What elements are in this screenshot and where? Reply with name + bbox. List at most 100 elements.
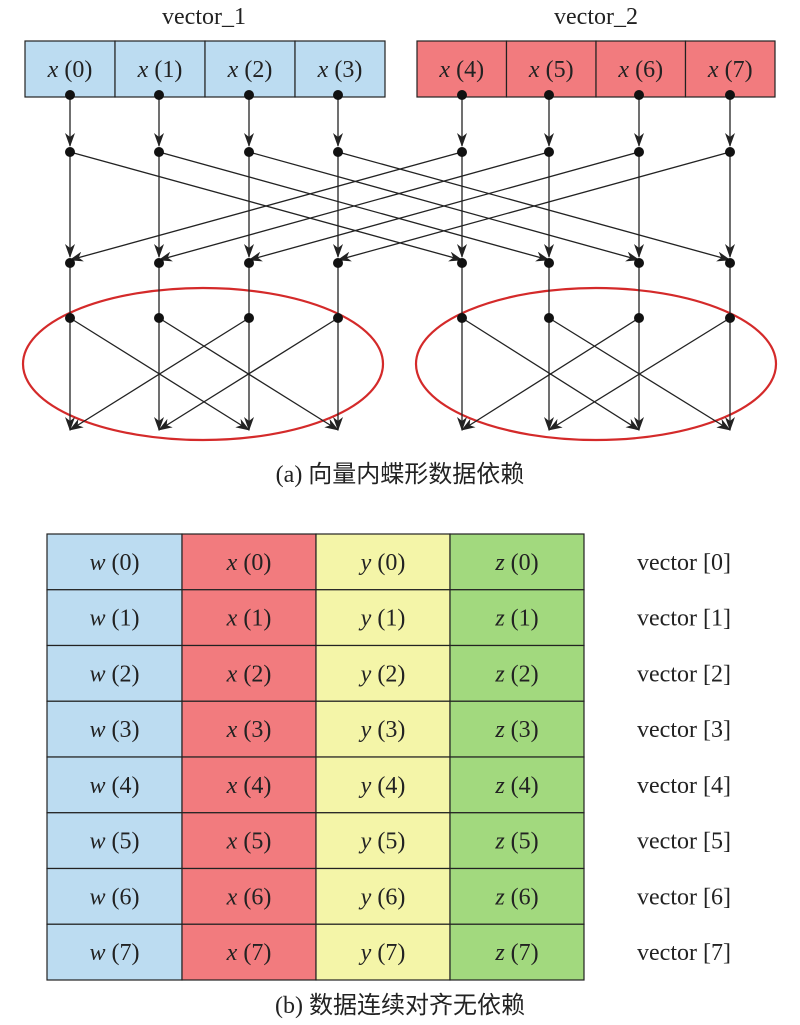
part-a-butterfly: vector_1 vector_2 x (0)x (1)x (2)x (3)x … (21, 4, 778, 488)
cell-label-w-1-index: (1) (106, 606, 140, 632)
cell-w-1 (46, 589, 183, 647)
node-stage1-0 (65, 147, 75, 157)
cell-label-x-0: x (0) (226, 550, 272, 576)
cell-label-z-0-var: z (494, 550, 505, 576)
dependency-ellipses (21, 286, 778, 442)
ellipse-group-1 (21, 286, 385, 442)
cell-label-x-2: x (2) (226, 661, 272, 687)
vector-1-cell-0 (24, 40, 116, 98)
vector-1-cell-label-2-index: (2) (238, 57, 272, 83)
cell-label-w-2-index: (2) (106, 661, 140, 687)
cell-label-z-0: z (0) (494, 550, 538, 576)
node-top-7 (725, 90, 735, 100)
cell-label-x-3: x (3) (226, 717, 272, 743)
cell-label-z-4-var: z (494, 773, 505, 799)
node-top-1 (154, 90, 164, 100)
cell-label-w-2-var: w (90, 661, 106, 687)
edge-cross-g2-2 (461, 317, 640, 431)
cell-label-x-2-index: (2) (237, 661, 271, 687)
vector-row-label-1: vector [1] (637, 606, 731, 632)
cell-label-z-5-var: z (494, 829, 505, 855)
cell-label-x-6-index: (6) (237, 884, 271, 910)
cell-label-w-0-index: (0) (106, 550, 140, 576)
cell-label-z-1-var: z (494, 606, 505, 632)
table-row: w (0)x (0)y (0)z (0)vector [0] (46, 533, 731, 591)
cell-label-y-5-var: y (359, 829, 372, 855)
vector-row-label-4: vector [4] (637, 773, 731, 799)
cell-z-2 (449, 644, 585, 702)
part-b-table: w (0)x (0)y (0)z (0)vector [0]w (1)x (1)… (46, 533, 731, 1019)
cell-label-y-0-index: (0) (371, 550, 405, 576)
cell-label-x-5-index: (5) (237, 829, 271, 855)
vector-2-label: vector_2 (554, 4, 638, 30)
cell-label-x-3-index: (3) (237, 717, 271, 743)
vector-2-cell-label-0: x (4) (438, 57, 484, 83)
cell-label-x-7-index: (7) (237, 940, 271, 966)
cell-label-w-1: w (1) (90, 606, 140, 632)
cell-label-x-5: x (5) (226, 829, 272, 855)
cell-w-0 (46, 533, 183, 591)
cell-label-z-5: z (5) (494, 829, 538, 855)
vector-cells: x (0)x (1)x (2)x (3)x (4)x (5)x (6)x (7) (24, 40, 776, 98)
cell-label-z-7: z (7) (494, 940, 538, 966)
cell-x-4 (181, 756, 317, 814)
cell-label-w-6: w (6) (90, 884, 140, 910)
node-stage2-4 (457, 258, 467, 268)
vector-1-cell-label-1-index: (1) (148, 57, 182, 83)
edge-cross-stage1-6 (248, 151, 640, 262)
cell-label-w-0: w (0) (90, 550, 140, 576)
node-stage3-6 (634, 313, 644, 323)
cell-label-y-2: y (2) (359, 661, 406, 687)
node-stage3-3 (333, 313, 343, 323)
cell-label-y-5-index: (5) (371, 829, 405, 855)
cell-y-1 (315, 589, 451, 647)
cell-label-w-1-var: w (90, 606, 106, 632)
cell-label-w-5: w (5) (90, 829, 140, 855)
cell-label-y-7-var: y (359, 940, 372, 966)
cell-x-7 (181, 923, 317, 981)
cell-label-y-7: y (7) (359, 940, 406, 966)
table-row: w (1)x (1)y (1)z (1)vector [1] (46, 589, 731, 647)
cell-label-y-3-var: y (359, 717, 372, 743)
table-row: w (7)x (7)y (7)z (7)vector [7] (46, 923, 731, 981)
vector-1-cell-1 (114, 40, 206, 98)
cell-label-x-4-var: x (226, 773, 238, 799)
vector-row-label-0: vector [0] (637, 550, 731, 576)
node-stage2-1 (154, 258, 164, 268)
node-stage3-1 (154, 313, 164, 323)
cell-label-z-1: z (1) (494, 606, 538, 632)
vector-2-cell-label-2: x (6) (617, 57, 663, 83)
edge-cross-g1-2 (69, 317, 250, 431)
vector-2-cell-label-0-var: x (438, 57, 450, 83)
cell-label-z-7-var: z (494, 940, 505, 966)
cell-label-y-1-index: (1) (371, 606, 405, 632)
cell-label-w-2: w (2) (90, 661, 140, 687)
caption-a: (a) 向量内蝶形数据依赖 (276, 461, 525, 488)
cell-label-x-0-index: (0) (237, 550, 271, 576)
cell-label-w-3-index: (3) (106, 717, 140, 743)
vector-1-cell-label-2-var: x (227, 57, 239, 83)
node-stage1-3 (333, 147, 343, 157)
cell-label-x-2-var: x (226, 661, 238, 687)
vector-2-cell-label-3: x (7) (707, 57, 753, 83)
cell-label-w-7: w (7) (90, 940, 140, 966)
edge-cross-stage1-4 (69, 151, 463, 262)
butterfly-nodes (65, 90, 735, 323)
cell-label-y-3: y (3) (359, 717, 406, 743)
vector-1-cell-label-0-var: x (47, 57, 59, 83)
cell-label-z-3-index: (3) (505, 717, 539, 743)
cell-label-w-6-var: w (90, 884, 106, 910)
node-stage1-5 (544, 147, 554, 157)
cell-label-x-4-index: (4) (237, 773, 271, 799)
node-top-6 (634, 90, 644, 100)
cell-x-0 (181, 533, 317, 591)
table-row: w (6)x (6)y (6)z (6)vector [6] (46, 867, 731, 925)
vector-1-cell-label-3-index: (3) (328, 57, 362, 83)
node-stage2-5 (544, 258, 554, 268)
vector-1-cell-label-1: x (1) (137, 57, 183, 83)
cell-label-x-0-var: x (226, 550, 238, 576)
cell-z-1 (449, 589, 585, 647)
cell-label-x-4: x (4) (226, 773, 272, 799)
cell-y-7 (315, 923, 451, 981)
vector-row-label-3: vector [3] (637, 717, 731, 743)
